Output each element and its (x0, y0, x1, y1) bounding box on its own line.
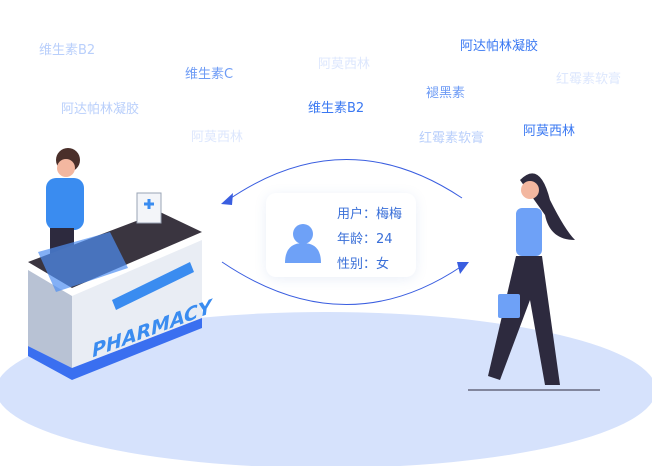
drug-tag: 阿莫西林 (523, 124, 576, 139)
drug-tag: 维生素C (185, 67, 234, 82)
customer-figure (468, 173, 600, 391)
arrow-right-icon (457, 262, 469, 274)
drug-tag: 维生素B2 (308, 101, 365, 116)
medical-cross-icon (144, 199, 154, 209)
drug-tag: 阿莫西林 (191, 130, 244, 145)
drug-tag: 维生素B2 (39, 43, 96, 58)
floor-ellipse (0, 312, 652, 466)
user-gender: 性别：女 (337, 257, 390, 272)
user-avatar-icon (285, 224, 321, 263)
drug-tag: 阿达帕林凝胶 (460, 39, 539, 54)
user-age: 年龄：24 (337, 232, 393, 247)
pharmacy-counter (28, 192, 202, 380)
drug-tag: 红霉素软膏 (419, 131, 485, 146)
drug-tag: 红霉素软膏 (556, 72, 622, 87)
user-info-card: 用户：梅梅 年龄：24 性别：女 (266, 193, 416, 277)
arrow-left-icon (221, 193, 233, 205)
arrow-arc-bottom (221, 261, 463, 305)
user-name: 用户：梅梅 (337, 207, 403, 222)
drug-tag: 阿莫西林 (318, 57, 371, 72)
drug-tag: 阿达帕林凝胶 (61, 102, 140, 117)
drug-tag: 褪黑素 (426, 86, 466, 101)
arrow-arc-top (227, 159, 463, 201)
